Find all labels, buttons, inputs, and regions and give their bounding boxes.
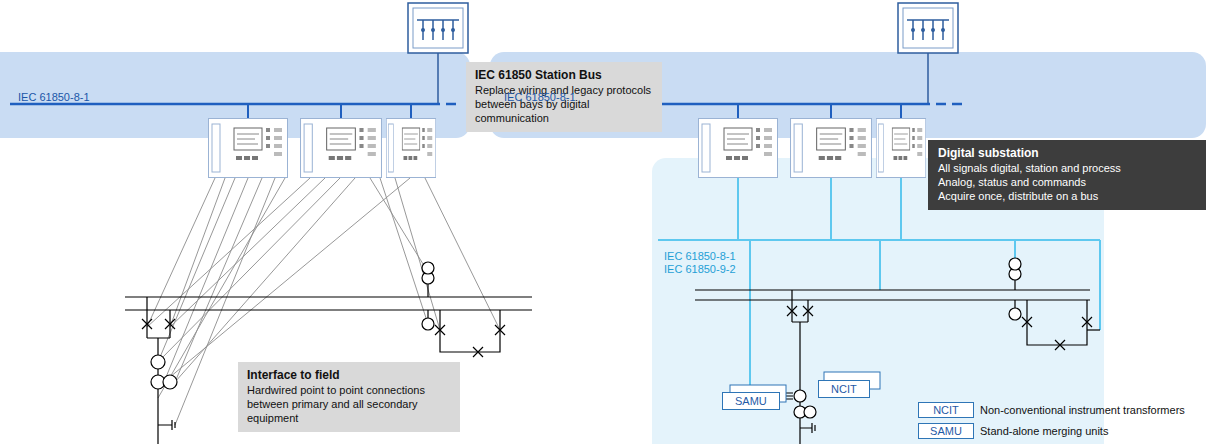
monitor-link <box>437 63 439 104</box>
legend-row: SAMU Stand-alone merging units <box>918 421 1185 439</box>
hardwired-wires <box>147 178 500 425</box>
node-heading: NCIT <box>831 382 857 396</box>
legend-swatch: SAMU <box>918 423 974 439</box>
hmi-monitor <box>898 3 958 63</box>
node-heading: Interface to field <box>247 368 451 383</box>
primary-equipment <box>695 258 1100 444</box>
legend-abbreviation: SAMU <box>930 425 962 437</box>
node-text: IEC 61850-9-2 <box>664 263 1104 276</box>
process-bus <box>658 178 1100 385</box>
node-text: Acquire once, distribute on a bus <box>938 189 1196 203</box>
legend-abbreviation: NCIT <box>933 404 959 416</box>
node-text: Replace wiring and legacy protocols betw… <box>475 83 653 125</box>
callout-box: Interface to fieldHardwired point to poi… <box>238 362 460 432</box>
ncit-box: NCIT <box>818 380 870 398</box>
legend: NCIT Non-conventional instrument transfor… <box>918 400 1185 442</box>
ied <box>876 119 925 178</box>
hmi-monitor <box>408 3 468 63</box>
ied <box>699 119 778 178</box>
samu-back-box <box>730 385 786 402</box>
node-heading: Digital substation <box>938 146 1196 161</box>
ied <box>791 119 872 178</box>
node-heading: IEC 61850 Station Bus <box>475 68 653 83</box>
bus-drop <box>738 104 901 118</box>
legend-text: Non-conventional instrument transformers <box>980 402 1185 418</box>
bus-drop <box>248 104 411 118</box>
node-heading: IEC 61850-8-1 <box>664 250 1104 263</box>
ied <box>209 119 288 178</box>
legend-text: Stand-alone merging units <box>980 423 1108 439</box>
node-text: Hardwired point to point connections bet… <box>247 383 451 425</box>
digital-substation-box: Digital substationAll signals digital, s… <box>928 140 1206 210</box>
node-heading: IEC 61850-8-1 <box>504 91 1206 104</box>
samu-box: SAMU <box>722 392 780 410</box>
ied <box>301 119 382 178</box>
station-bus <box>10 103 440 106</box>
node-heading: SAMU <box>735 394 767 408</box>
node-text: Analog, status and commands <box>938 175 1196 189</box>
ied <box>386 119 435 178</box>
primary-equipment <box>125 262 532 444</box>
legend-row: NCIT Non-conventional instrument transfor… <box>918 400 1185 418</box>
bus-continuation <box>936 103 962 106</box>
bus-continuation <box>446 103 456 106</box>
ncit-back-box <box>824 372 880 389</box>
node-text: All signals digital, station and process <box>938 161 1196 175</box>
station-bus <box>500 103 930 106</box>
legend-swatch: NCIT <box>918 402 974 418</box>
monitor-link <box>927 63 929 104</box>
node-heading: IEC 61850-8-1 <box>18 91 470 104</box>
